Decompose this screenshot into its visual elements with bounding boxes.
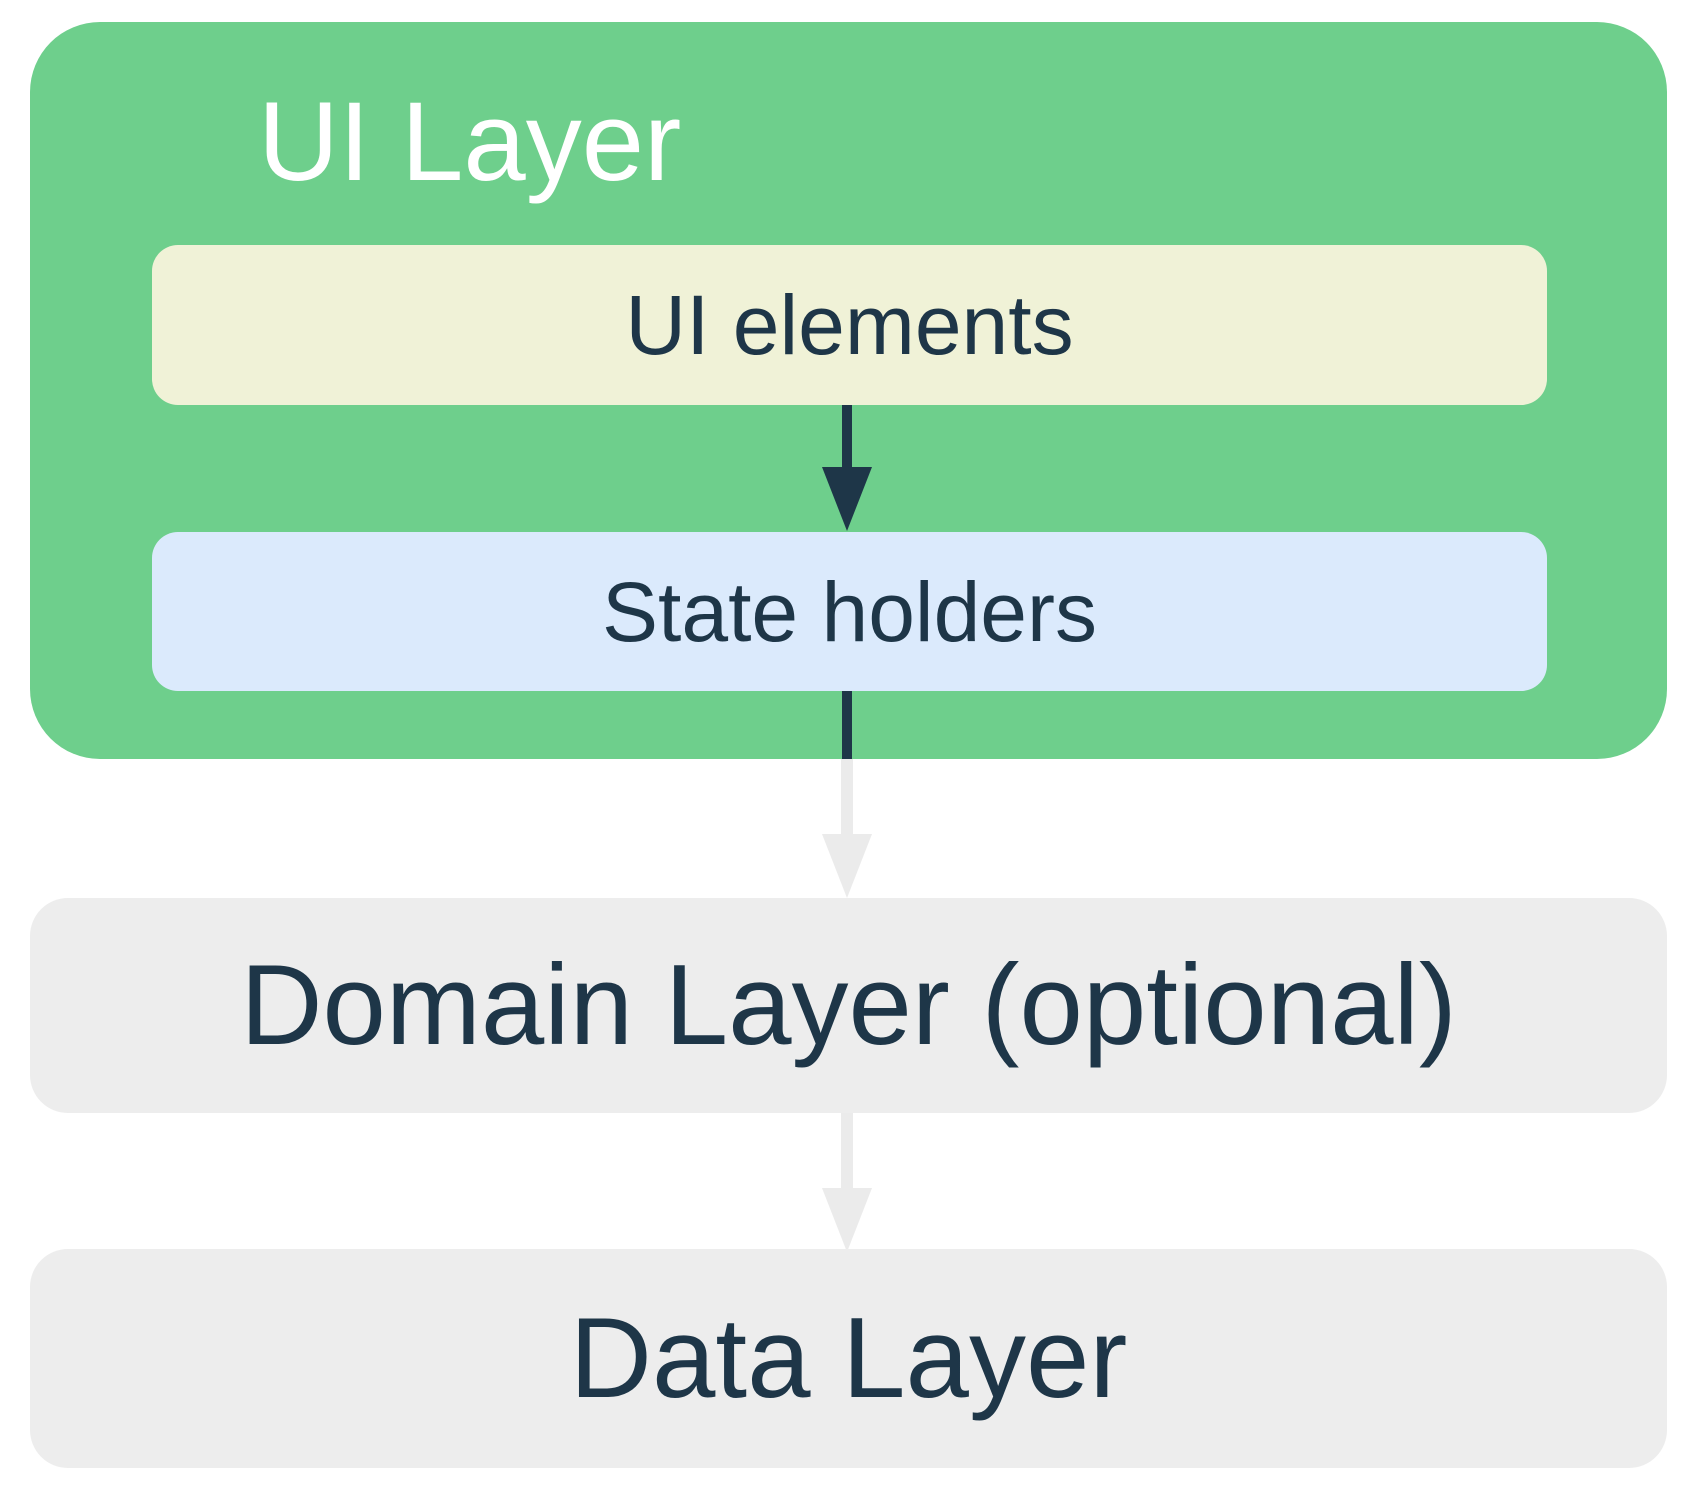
ui-layer-title: UI Layer <box>258 79 682 204</box>
data-layer-label: Data Layer <box>569 1294 1128 1422</box>
arrow-shaft <box>841 1113 853 1188</box>
state-holders-outgoing-connector <box>842 691 852 759</box>
state-holders-label: State holders <box>602 564 1097 659</box>
arrow-shaft <box>842 405 852 467</box>
state-holders-box: State holders <box>152 532 1547 691</box>
domain-layer-label: Domain Layer (optional) <box>240 941 1457 1069</box>
ui-layer-container: UI Layer UI elements State holders <box>30 22 1667 759</box>
domain-layer-box: Domain Layer (optional) <box>30 898 1667 1113</box>
ui-elements-label: UI elements <box>625 278 1074 372</box>
data-layer-box: Data Layer <box>30 1249 1667 1468</box>
arrow-shaft <box>841 759 853 834</box>
arrow-down-icon <box>822 834 872 898</box>
arrow-down-icon <box>822 1188 872 1252</box>
arrow-down-icon <box>822 467 872 531</box>
ui-elements-box: UI elements <box>152 245 1547 405</box>
